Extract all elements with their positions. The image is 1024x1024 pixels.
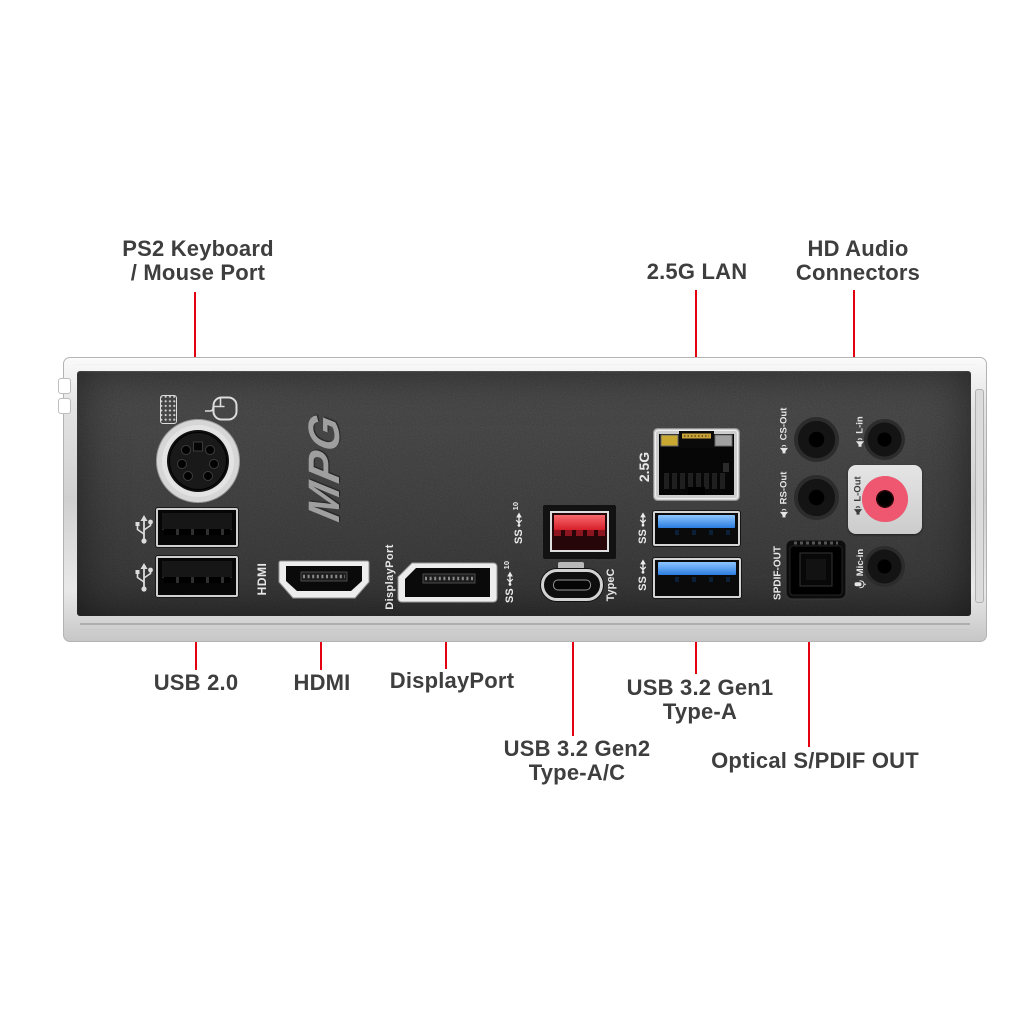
callout-usb32-gen1-line1: USB 3.2 Gen1 xyxy=(626,675,774,700)
gen1-pins xyxy=(662,530,731,535)
callout-ps2-line2: / Mouse Port xyxy=(130,260,266,285)
ss-badge: SS xyxy=(637,512,649,544)
ss10-badge: SS 10 xyxy=(501,560,517,604)
arrow-lan xyxy=(695,290,697,407)
usb32-gen1-port-bottom xyxy=(653,558,741,598)
callout-displayport: DisplayPort xyxy=(389,668,515,693)
superspeed-arrow-icon xyxy=(639,559,647,574)
l-in-label: L-in xyxy=(855,416,866,447)
superspeed-arrow-icon xyxy=(515,512,523,528)
mic-in-label: Mic-in xyxy=(854,549,866,589)
lan-port-label: 2.5G xyxy=(636,451,652,483)
callout-ps2-line1: PS2 Keyboard xyxy=(122,236,274,261)
callout-hdmi: HDMI xyxy=(293,670,351,695)
callout-hd-audio-line2: Connectors xyxy=(795,260,921,285)
ss10-badge: SS 10 xyxy=(510,501,526,545)
gen1-pins xyxy=(662,577,732,582)
rs-out-text: RS-Out xyxy=(778,471,790,505)
gen1-blue-tongue xyxy=(658,562,736,575)
gen2-red-tongue xyxy=(554,515,605,530)
frame-groove xyxy=(80,629,970,630)
usb-trident-icon xyxy=(135,515,153,544)
callout-hd-audio: HD Audio Connectors xyxy=(757,237,959,285)
rs-out-jack xyxy=(794,475,839,520)
mic-in-jack xyxy=(864,546,905,587)
ss-badge: SS xyxy=(637,559,649,591)
displayport-port-label: DisplayPort xyxy=(384,544,396,610)
usb32-gen2-typea-port xyxy=(543,505,616,559)
callout-usb32-gen2-line1: USB 3.2 Gen2 xyxy=(503,736,651,761)
cs-out-label: CS-Out xyxy=(779,408,790,455)
usb2-port-top xyxy=(156,508,238,547)
callout-hd-audio-line1: HD Audio xyxy=(807,236,909,261)
typec-port-label: TypeC xyxy=(605,568,617,602)
mouse-icon xyxy=(205,396,238,421)
gen2-speed-label: 10 xyxy=(510,501,520,511)
spdif-port-label: SPDIF-OUT xyxy=(772,546,784,600)
callout-ps2: PS2 Keyboard / Mouse Port xyxy=(88,237,308,285)
ss-label: SS xyxy=(637,576,649,591)
frame-notch xyxy=(58,378,71,394)
line-out-icon xyxy=(853,506,863,515)
gen1-blue-tongue xyxy=(658,515,735,528)
keyboard-icon xyxy=(160,395,177,424)
frame-groove xyxy=(80,623,970,625)
ss-label: SS xyxy=(504,588,516,604)
usb2-tongue xyxy=(162,513,232,530)
usb2-tongue xyxy=(162,561,232,578)
arrow-usb32-gen2 xyxy=(572,610,574,736)
gen2-pins xyxy=(554,530,605,536)
typec-inner-tongue xyxy=(553,579,591,591)
speaker-icon xyxy=(779,444,789,454)
arrow-ps2 xyxy=(194,292,196,404)
usb2-pins xyxy=(164,529,230,535)
arrow-hd-audio xyxy=(853,290,855,387)
optical-spdif-port xyxy=(785,539,847,600)
arrow-usb32-gen1 xyxy=(695,611,697,674)
superspeed-arrow-icon xyxy=(639,512,647,527)
hdmi-port xyxy=(278,560,370,599)
arrow-optical-spdif xyxy=(808,614,810,747)
rs-out-label: RS-Out xyxy=(779,472,790,519)
superspeed-arrow-icon xyxy=(506,571,514,587)
mpg-logo: MPG xyxy=(300,408,349,526)
gen2-port-frame xyxy=(550,511,609,552)
callout-usb20: USB 2.0 xyxy=(153,670,239,695)
cs-out-jack xyxy=(794,417,839,462)
l-in-jack xyxy=(864,419,905,460)
displayport-port xyxy=(397,562,498,603)
ss-label: SS xyxy=(637,529,649,544)
cs-out-text: CS-Out xyxy=(778,407,790,441)
frame-notch xyxy=(58,398,71,414)
callout-optical-spdif: Optical S/PDIF OUT xyxy=(711,748,919,773)
callout-usb32-gen1-line2: Type-A xyxy=(662,699,738,724)
mic-icon xyxy=(854,580,866,589)
typec-tab xyxy=(558,562,584,570)
lan-port xyxy=(653,428,740,501)
gen2-speed-label: 10 xyxy=(501,560,511,570)
l-in-text: L-in xyxy=(854,416,866,434)
io-faceplate: MPG xyxy=(77,371,971,616)
usb32-gen2-typec-port xyxy=(541,569,603,601)
usb2-pins xyxy=(164,577,230,583)
frame-groove xyxy=(74,364,976,365)
line-in-icon xyxy=(855,438,865,447)
callout-usb32-gen2-line2: Type-A/C xyxy=(528,760,626,785)
usb2-port-bottom xyxy=(156,556,238,597)
callout-usb32-gen2: USB 3.2 Gen2 Type-A/C xyxy=(482,737,672,785)
speaker-icon xyxy=(779,508,789,518)
l-out-jack xyxy=(862,476,908,522)
usb32-gen1-port-top xyxy=(653,511,740,546)
frame-slot xyxy=(975,389,984,603)
usb-trident-icon xyxy=(135,563,153,592)
ss-label: SS xyxy=(513,529,525,545)
ps2-port xyxy=(156,419,240,503)
hdmi-port-label: HDMI xyxy=(255,562,269,596)
callout-lan: 2.5G LAN xyxy=(646,259,748,284)
callout-usb32-gen1: USB 3.2 Gen1 Type-A xyxy=(605,676,795,724)
